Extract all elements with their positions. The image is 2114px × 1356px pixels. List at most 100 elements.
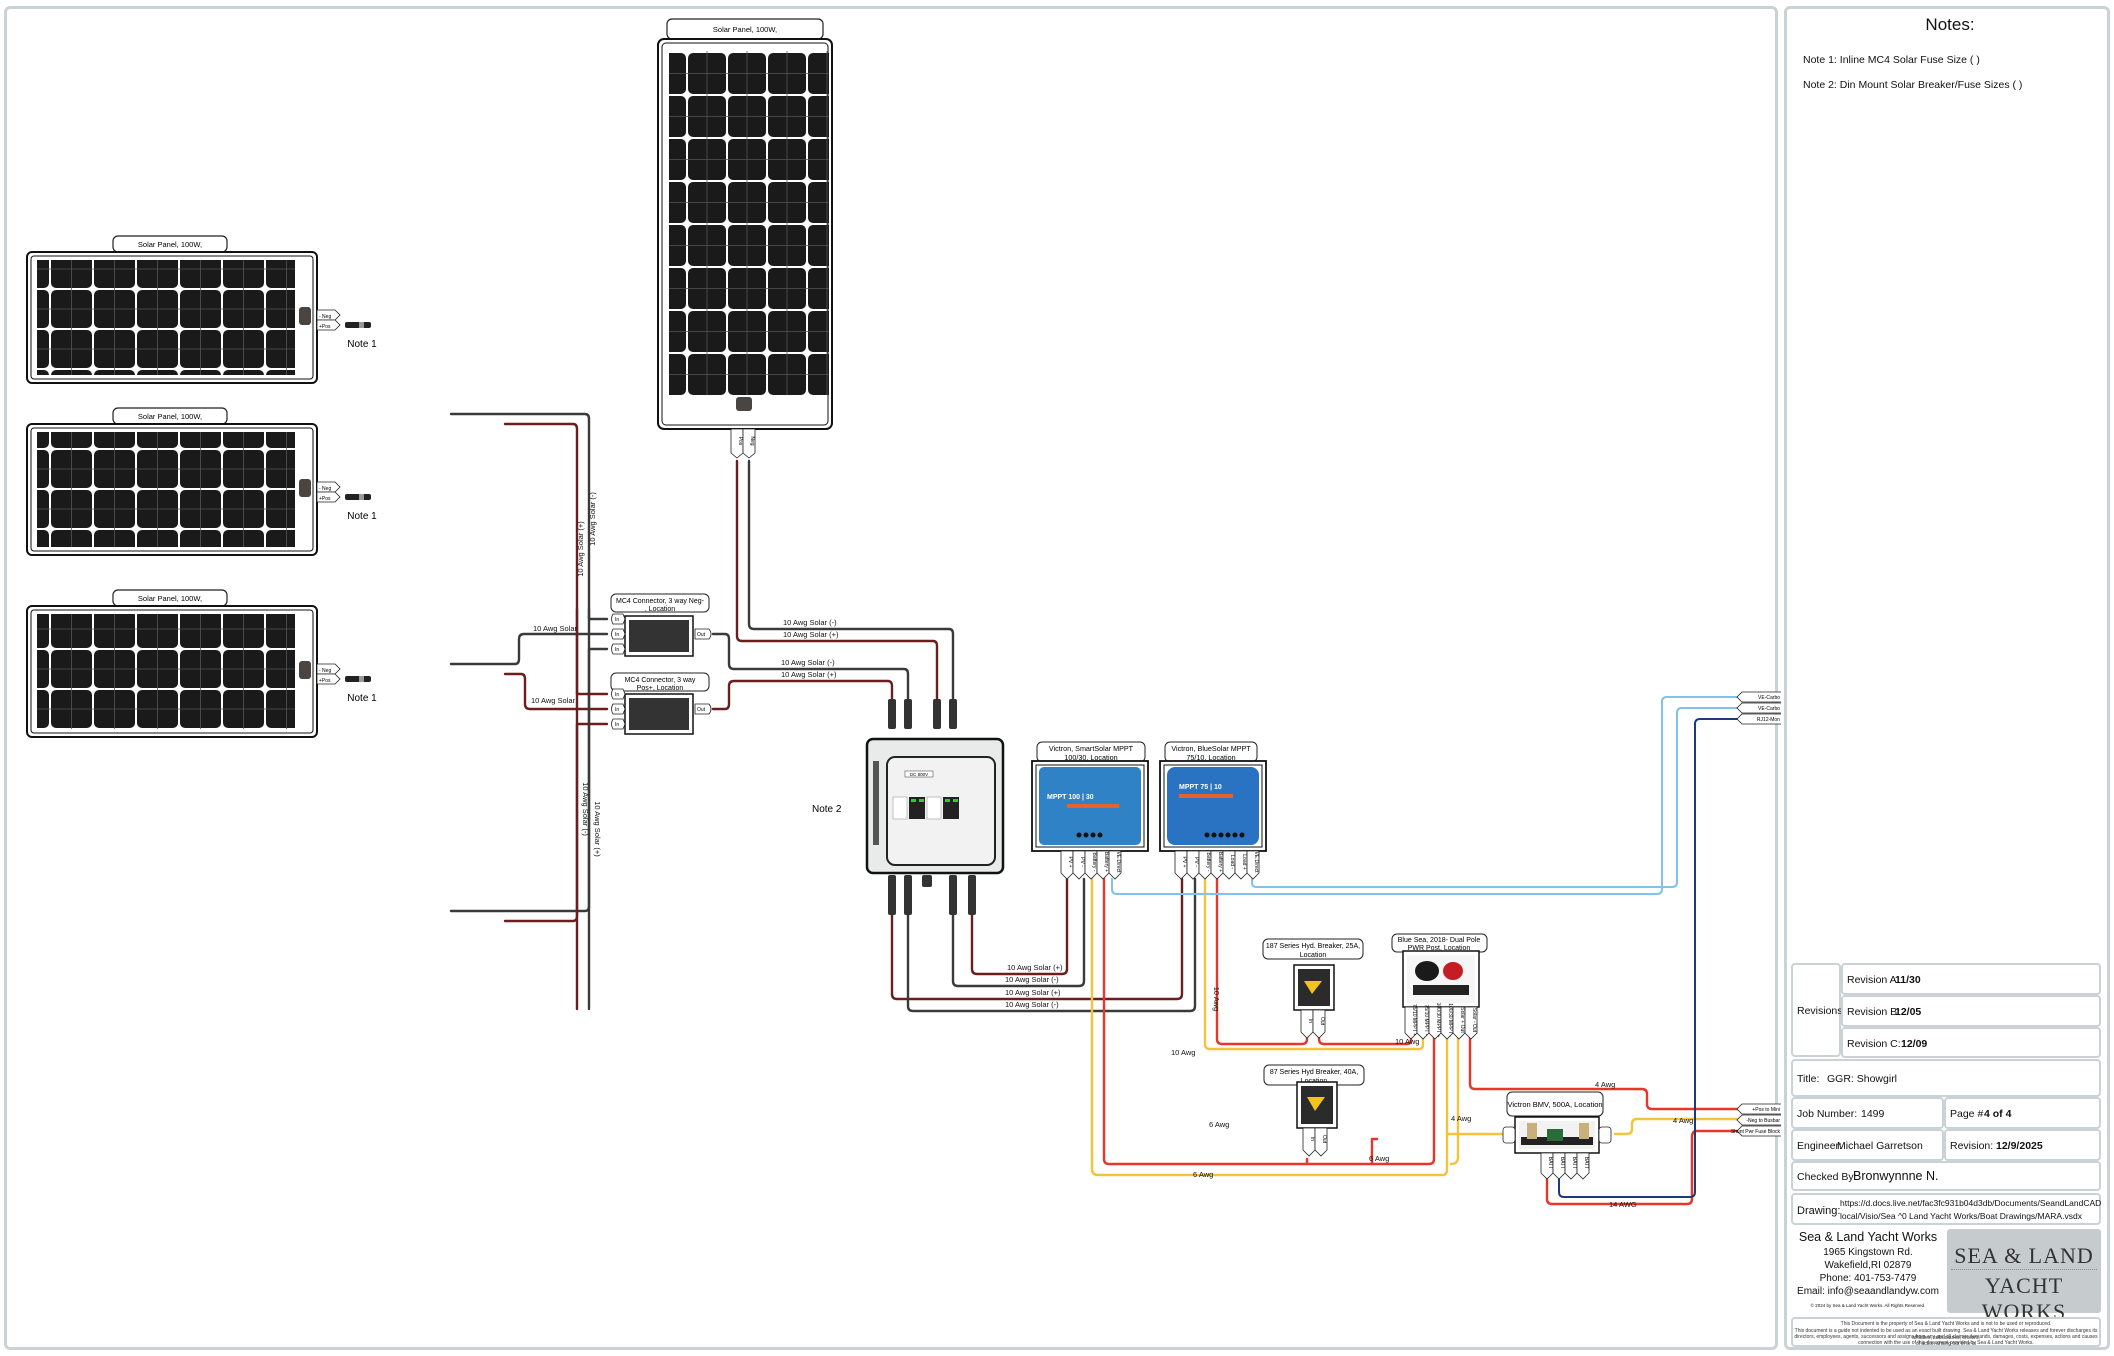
engineer-label: Engineer:	[1797, 1140, 1842, 1152]
logo-line-1: SEA & LAND	[1954, 1243, 2094, 1268]
breaker-40a: 87 Series Hyd Breaker, 40A, Location	[1263, 1064, 1365, 1129]
inline-fuse-icon	[345, 322, 371, 328]
note-1-label: Note 1	[347, 693, 377, 704]
mc4-connector-pos: MC4 Connector, 3 way Pos+, Location	[610, 672, 710, 735]
mppt-bluesolar-75-10: Victron, BlueSolar MPPT 75/10, Location …	[1159, 741, 1267, 852]
blue-sea-power-post: Blue Sea, 2018- Dual Pole PWR Post, Loca…	[1391, 933, 1488, 1008]
mppt1-terminal-label: Battery +	[1103, 852, 1109, 872]
checked-by-label: Checked By:	[1797, 1171, 1857, 1183]
mppt2-terminal-label: Load -	[1229, 855, 1235, 870]
wire-label: 10 Awg Solar (-)	[1005, 975, 1059, 984]
drawing-row: Drawing: https://d.docs.live.net/fac3fc9…	[1791, 1193, 2101, 1225]
mc4-out-label: Out	[697, 707, 706, 713]
offpage-item-label: -Neg to Busbar	[1746, 1118, 1780, 1124]
wire-label: 10 Awg Solar (+)	[593, 801, 602, 857]
wire-label: 10 Awg Solar (+)	[1007, 963, 1063, 972]
wire-panel3-pos	[503, 722, 609, 923]
mppt1-label-2: 100/30, Location	[1064, 753, 1117, 762]
powerpost-terminal	[1452, 1006, 1466, 1040]
note-2: Note 2: Din Mount Solar Breaker/Fuse Siz…	[1803, 79, 2023, 91]
wire-label: 10 Awg Solar (-)	[588, 492, 597, 546]
terminal-label: Neg	[749, 436, 755, 445]
mc4-out-port	[694, 703, 712, 715]
wire-label: 10 Awg	[1212, 987, 1221, 1011]
solar-combiner-box: DC 800V	[865, 699, 1005, 915]
bmv-terminal	[1564, 1152, 1578, 1180]
page-number-cell: Page # 4 of 4	[1944, 1097, 2101, 1129]
mppt2-terminal-label: Load +	[1241, 854, 1247, 870]
company-address-2: Wakefield,RI 02879	[1824, 1260, 1912, 1271]
mc4-pos-label-2: Pos+, Location	[637, 685, 684, 692]
wire-label: 4 Awg	[1595, 1080, 1615, 1089]
engineer-cell: Engineer: Michael Garretson	[1791, 1129, 1944, 1161]
mc4-in-port	[611, 628, 626, 640]
mppt2-terminal	[1198, 850, 1212, 880]
wire-panel2-neg	[449, 632, 609, 666]
offpage-item	[1736, 691, 1781, 703]
mc4-connector-neg: MC4 Connector, 3 way Neg- , Location	[610, 593, 710, 657]
bmv-terminal-label: BATT	[1559, 1157, 1565, 1169]
mc4-in-port	[611, 703, 626, 715]
bmv-terminal-label: BATT	[1547, 1157, 1553, 1169]
pos-terminal-label: +Pos	[319, 324, 331, 330]
revision-a-value: 11/30	[1895, 974, 1921, 986]
note-1-label: Note 1	[347, 511, 377, 522]
wire-label: 4 Awg	[1451, 1114, 1471, 1123]
offpage-item-label: RJ12-Mon	[1757, 717, 1780, 723]
powerpost-terminal-label: Solar + Out	[1459, 1007, 1465, 1033]
offpage-item-label: Shunt Pwr Fuse Block	[1731, 1129, 1781, 1135]
mppt1-terminal-label: PV -	[1079, 857, 1085, 867]
wire-label: 6 Awg	[1369, 1154, 1389, 1163]
wire-mc4-pos-out	[711, 679, 894, 711]
powerpost-label-2: PWR Post, Location	[1408, 945, 1471, 952]
wire-label: 10 Awg Solar (+)	[1005, 988, 1061, 997]
mppt1-terminal-label: PV +	[1067, 857, 1073, 868]
inline-fuse-icon	[345, 676, 371, 682]
mppt2-label: Victron, BlueSolar MPPT	[1171, 744, 1251, 753]
job-number-value: 1499	[1861, 1108, 1885, 1120]
mppt2-terminal	[1246, 850, 1260, 880]
powerpost-label: Blue Sea, 2018- Dual Pole	[1398, 937, 1481, 944]
revision-b-row: Revision B: 12/05	[1841, 995, 2101, 1027]
wire-panel1-pos	[503, 422, 579, 1011]
mc4-neg-label-2: , Location	[645, 606, 675, 613]
mc4-in-label: In	[615, 617, 619, 623]
disclaimer-line-1: This Document is the property of Sea & L…	[1840, 1321, 2052, 1327]
powerpost-terminal-label: 100/30 MPPT -	[1447, 1003, 1453, 1037]
neg-terminal-label: - Neg	[319, 486, 331, 492]
wire-label: 10 Awg Solar (-)	[581, 782, 590, 836]
mc4-in-port	[611, 643, 626, 655]
powerpost-terminal	[1440, 1006, 1454, 1040]
mc4-in-label: In	[615, 632, 619, 638]
mc4-out-port	[694, 628, 712, 640]
pos-terminal-label: +Pos	[319, 678, 331, 684]
powerpost-terminal	[1428, 1006, 1442, 1040]
mppt2-terminal	[1222, 850, 1236, 880]
wire-label: 10 Awg Solar (-)	[1005, 1000, 1059, 1009]
powerpost-terminal-label: 75/10 MPPT -	[1423, 1005, 1429, 1036]
checked-by-value: Bronwynnne N.	[1853, 1169, 1939, 1183]
wire-label: 10 Awg Solar	[531, 696, 576, 705]
offpage-item-label: VE-Carbo	[1758, 695, 1780, 701]
mppt1-terminal-label: Battery -	[1091, 853, 1097, 872]
mppt1-terminal	[1096, 850, 1110, 880]
title-label: Title:	[1797, 1073, 1820, 1085]
checked-by-row: Checked By: Bronwynnne N.	[1791, 1161, 2101, 1191]
notes-sidebar: Notes: Note 1: Inline MC4 Solar Fuse Siz…	[1784, 6, 2110, 1350]
combiner-label: DC 800V	[910, 772, 928, 777]
pos-terminal	[316, 491, 341, 503]
mc4-neg-label: MC4 Connector, 3 way Neg-	[616, 598, 705, 605]
revision-c-label: Revision C:	[1847, 1038, 1901, 1050]
revisions-cell: Revisions:	[1791, 963, 1845, 1057]
drawing-label: Drawing:	[1797, 1205, 1841, 1217]
company-address-1: 1965 Kingstown Rd.	[1823, 1247, 1913, 1258]
revision-date-value: 12/9/2025	[1996, 1140, 2043, 1152]
neg-terminal-label: - Neg	[319, 314, 331, 320]
wire-label: 10 Awg Solar (+)	[781, 670, 837, 679]
wire-label: 10 Awg Solar (-)	[781, 658, 835, 667]
wire-label: 10 Awg Solar (+)	[576, 521, 585, 577]
disclaimer-line-3: directors, employees, agents, successors…	[1794, 1334, 2098, 1347]
panel-label: Solar Panel, 100W,	[713, 25, 777, 34]
revision-b-label: Revision B:	[1847, 1006, 1901, 1018]
